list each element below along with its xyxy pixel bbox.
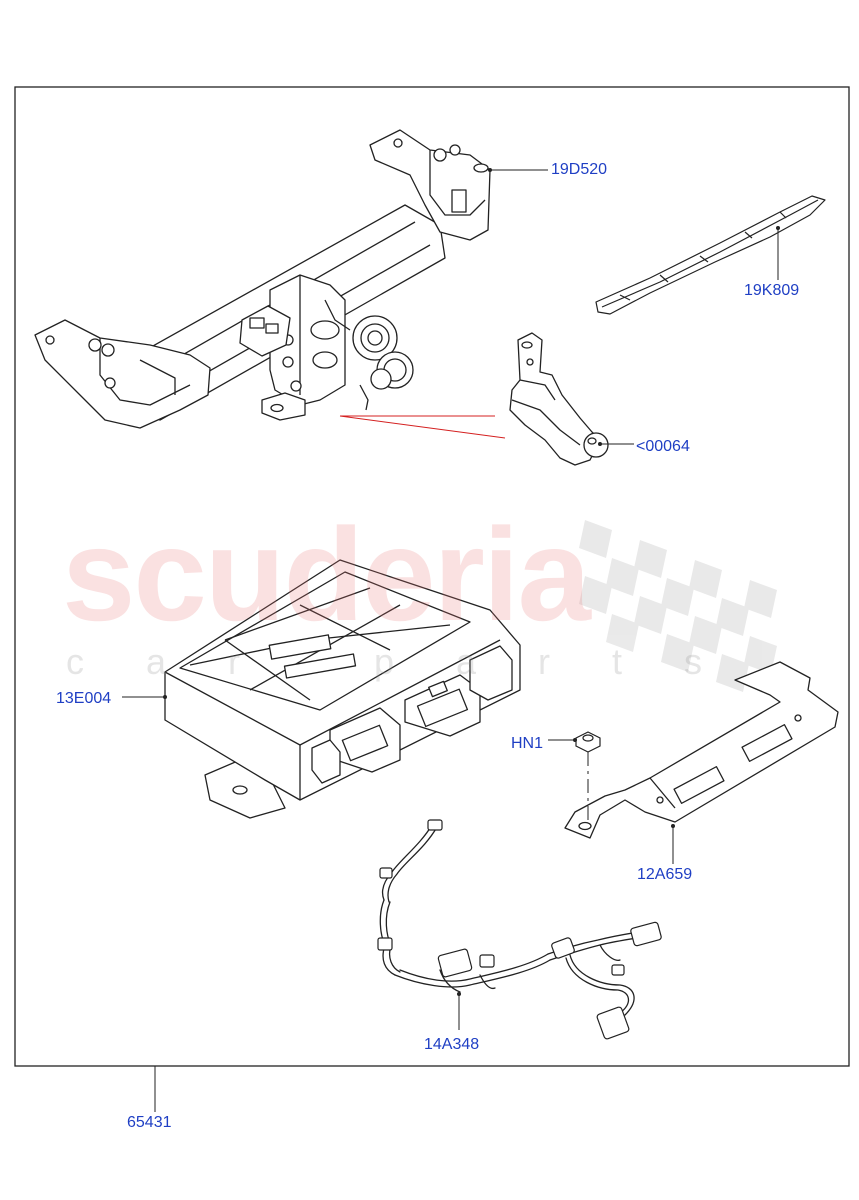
watermark-brand: scuderia <box>62 501 591 648</box>
label-bumper-trim[interactable]: 19K809 <box>744 282 800 299</box>
watermark-tagline: car parts <box>66 641 765 682</box>
control-module-drawing <box>164 559 521 819</box>
tow-ball-drawing <box>509 332 609 466</box>
label-tow-ball[interactable]: <00064 <box>636 438 690 455</box>
bumper-trim-drawing <box>595 195 826 315</box>
harness-connectors <box>377 819 662 1040</box>
checkered-flag-watermark <box>579 520 777 692</box>
nut-drawing <box>575 731 601 753</box>
label-wiring-harness[interactable]: 14A348 <box>424 1036 480 1053</box>
red-indicator-lines <box>339 415 506 439</box>
label-bracket[interactable]: 12A659 <box>637 866 693 883</box>
label-main-assembly[interactable]: 65431 <box>127 1114 172 1131</box>
label-nut[interactable]: HN1 <box>511 735 544 752</box>
leader-dots <box>163 168 780 996</box>
leader-lines <box>122 169 779 1112</box>
wiring-harness-drawing <box>379 824 656 1016</box>
bracket-drawing <box>564 661 839 839</box>
tow-bar-frame-drawing <box>34 129 491 429</box>
label-control-module[interactable]: 13E004 <box>56 690 112 707</box>
diagram-frame <box>14 86 850 1067</box>
label-tow-bar-frame[interactable]: 19D520 <box>551 161 608 178</box>
